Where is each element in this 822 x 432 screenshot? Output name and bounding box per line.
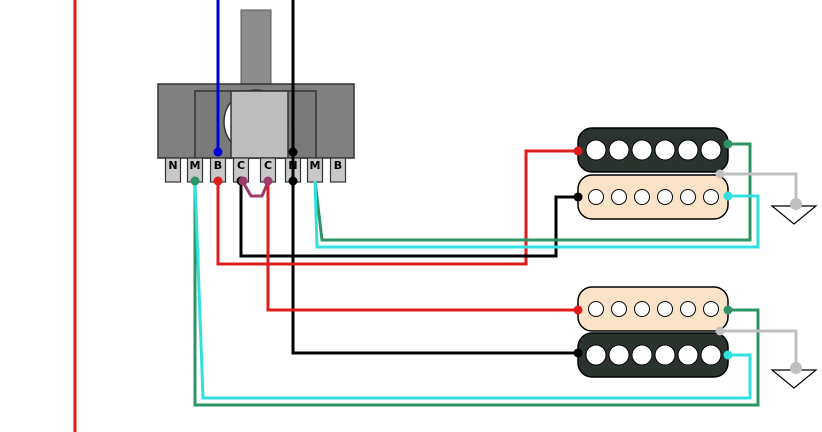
pole-piece <box>611 301 627 317</box>
pole-piece <box>703 301 719 317</box>
switch-shaft <box>240 9 272 91</box>
pole-piece <box>677 344 699 366</box>
connection-dot <box>190 176 200 186</box>
switch-lug-body <box>329 157 347 183</box>
purple-jumper-wire <box>241 181 270 198</box>
connection-dot <box>723 305 733 315</box>
black-wire-right <box>291 0 578 355</box>
pole-piece <box>631 344 653 366</box>
switch-lug: N <box>164 157 182 183</box>
cyan-wire-top-pickup <box>313 180 760 249</box>
switch-lug-body <box>164 157 182 183</box>
connection-dot <box>213 147 223 157</box>
switch-lug-label: B <box>334 159 342 172</box>
connection-dot <box>573 192 583 202</box>
humbucker-top <box>577 127 729 220</box>
switch-lug-label: N <box>168 159 177 172</box>
ground-icon <box>770 198 818 225</box>
connection-dot <box>573 305 583 315</box>
switch-lug-label: C <box>264 159 272 172</box>
red-wire-top-pickup <box>216 149 578 266</box>
pole-piece <box>657 301 673 317</box>
pole-piece <box>680 301 696 317</box>
switch-lug-label: C <box>237 159 245 172</box>
connection-dot <box>288 147 298 157</box>
pole-piece <box>608 344 630 366</box>
connection-dot <box>723 191 733 201</box>
switch-lug: M <box>306 157 324 183</box>
pole-piece <box>657 189 673 205</box>
ground-wire-top <box>720 172 798 203</box>
pole-piece <box>634 189 650 205</box>
connection-dot <box>573 348 583 358</box>
pole-piece <box>703 189 719 205</box>
red-wire-bottom-pickup <box>266 181 578 312</box>
pole-piece <box>654 139 676 161</box>
pole-piece <box>680 189 696 205</box>
ground-wire-bottom <box>720 329 798 368</box>
green-wire-top-pickup <box>313 142 752 242</box>
pole-piece <box>588 189 604 205</box>
connection-dot <box>263 176 273 186</box>
switch-lug-label: M <box>190 159 201 172</box>
switch-lug: B <box>329 157 347 183</box>
pole-piece <box>585 344 607 366</box>
switch-lug-label: B <box>214 159 222 172</box>
pole-piece <box>700 344 722 366</box>
pole-piece <box>585 139 607 161</box>
pole-piece <box>588 301 604 317</box>
black-wire-top-pickup <box>239 181 578 258</box>
green-wire-bottom-pickup <box>193 181 760 407</box>
switch-lug: B <box>209 157 227 183</box>
connection-dots <box>190 139 733 360</box>
switch-lug: C <box>232 157 250 183</box>
pole-piece <box>677 139 699 161</box>
connection-dot <box>723 139 733 149</box>
pole-piece <box>700 139 722 161</box>
pole-piece <box>631 139 653 161</box>
connection-dot <box>723 350 733 360</box>
pole-piece <box>634 301 650 317</box>
connection-dot <box>573 146 583 156</box>
switch-lever <box>230 90 289 159</box>
pole-piece <box>654 344 676 366</box>
switch-lug-label: M <box>310 159 321 172</box>
connection-dot <box>288 176 298 186</box>
humbucker-bottom <box>577 286 729 378</box>
connection-dot <box>715 169 725 179</box>
pole-piece <box>611 189 627 205</box>
ground-icon <box>770 362 818 389</box>
cyan-wire-bottom-pickup <box>193 180 752 400</box>
connection-dot <box>213 176 223 186</box>
pole-piece <box>608 139 630 161</box>
connection-dot <box>715 326 725 336</box>
connection-dot <box>238 176 248 186</box>
